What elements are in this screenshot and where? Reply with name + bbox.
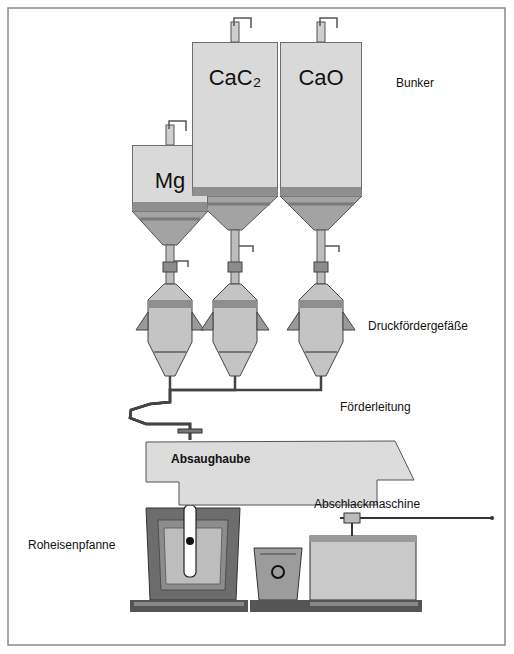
part-label: Druckfördergefäße — [368, 319, 468, 333]
base-plates — [130, 600, 422, 612]
pressure-vessel — [287, 284, 355, 376]
pressure-vessel — [136, 284, 204, 376]
hot-metal-ladle — [146, 505, 240, 600]
conveying-line — [130, 196, 321, 440]
pressure-vessel — [201, 284, 269, 376]
part-label: Abschlackmaschine — [314, 497, 420, 511]
slag-pot — [254, 548, 302, 600]
node-text: Absaughaube — [171, 452, 250, 466]
part-label: Roheisenpfanne — [28, 538, 115, 552]
extraction-hood: Absaughaube — [145, 440, 415, 506]
node-text: Mg — [155, 168, 186, 194]
node-text: CaC₂ — [209, 65, 262, 91]
storage-bunker: CaO — [280, 42, 362, 196]
part-label: Förderleitung — [340, 400, 411, 414]
bunker-fittings — [192, 18, 278, 284]
node-text: CaO — [298, 65, 343, 91]
part-label: Bunker — [396, 76, 434, 90]
bunker-fittings — [280, 18, 362, 284]
storage-bunker: CaC₂ — [192, 42, 278, 196]
frame — [8, 8, 505, 645]
deslagging-machine — [310, 513, 494, 600]
lance-head — [178, 429, 202, 433]
hood-outline — [145, 440, 415, 506]
